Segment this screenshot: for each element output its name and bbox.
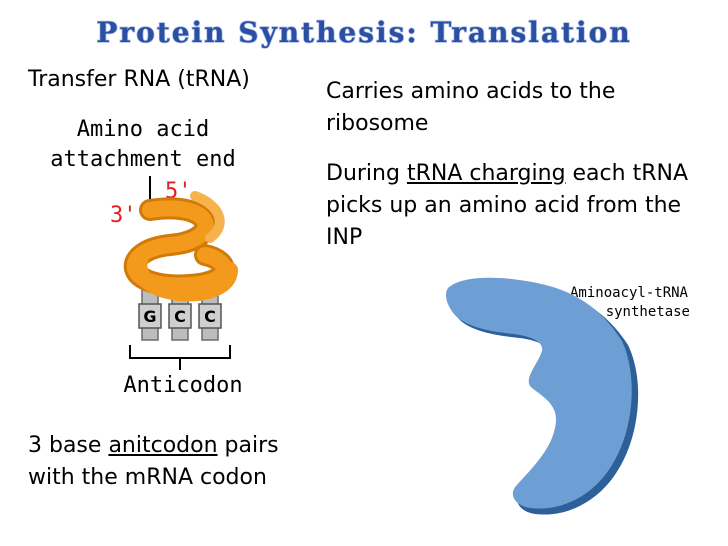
enzyme-label-line1: Aminoacyl-tRNA <box>570 285 689 301</box>
anticodon-prefix: 3 base <box>28 433 109 458</box>
base-box <box>198 303 222 329</box>
three-prime-label: 3' <box>110 203 137 228</box>
anticodon-description: 3 base anitcodon pairs with the mRNA cod… <box>28 430 328 494</box>
base-g: G <box>143 307 156 326</box>
enzyme-body <box>446 277 632 509</box>
amino-acid-label-line2: attachment end <box>50 147 235 172</box>
enzyme-label-line2: synthetase <box>606 304 690 320</box>
base-box <box>138 303 162 329</box>
anticodon-bracket <box>129 345 231 370</box>
charging-term: tRNA charging <box>406 161 566 186</box>
trna-heading: Transfer RNA (tRNA) <box>28 67 250 92</box>
base-box <box>168 303 192 329</box>
anticodon-term: anitcodon <box>108 433 218 458</box>
synthetase-enzyme <box>446 277 639 515</box>
trna-top-coil <box>190 191 225 243</box>
carries-description: Carries amino acids to the ribosome <box>326 79 616 136</box>
base-c: C <box>174 307 186 326</box>
base-c: C <box>204 307 216 326</box>
amino-acid-label-line1: Amino acid <box>77 117 209 142</box>
title-banner: Protein Synthesis: Translation <box>96 15 631 50</box>
trna-molecule: G C C <box>123 191 238 341</box>
charging-prefix: During <box>326 161 407 186</box>
charging-suffix: each tRNA picks up an amino acid from th… <box>326 161 688 250</box>
page-title: Protein Synthesis: Translation <box>96 16 631 49</box>
anticodon-label: Anticodon <box>123 373 242 398</box>
trna-lower-loop <box>131 252 238 302</box>
anticodon-suffix: pairs with the mRNA codon <box>28 433 279 490</box>
charging-description: During tRNA charging each tRNA picks up … <box>326 158 696 254</box>
